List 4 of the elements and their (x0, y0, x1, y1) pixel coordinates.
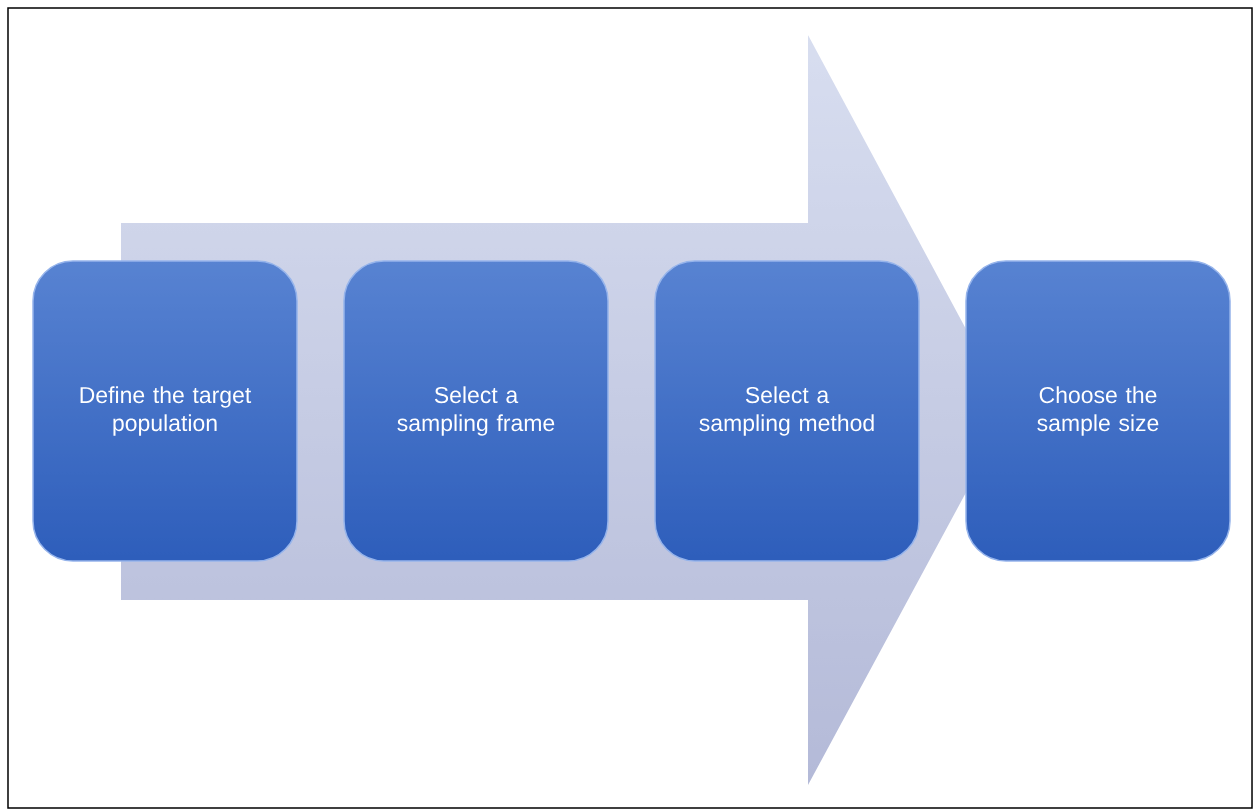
step-box: Define the target population (32, 260, 298, 562)
step-box: Select a sampling method (654, 260, 920, 562)
step-box: Choose the sample size (965, 260, 1231, 562)
step-box: Select a sampling frame (343, 260, 609, 562)
